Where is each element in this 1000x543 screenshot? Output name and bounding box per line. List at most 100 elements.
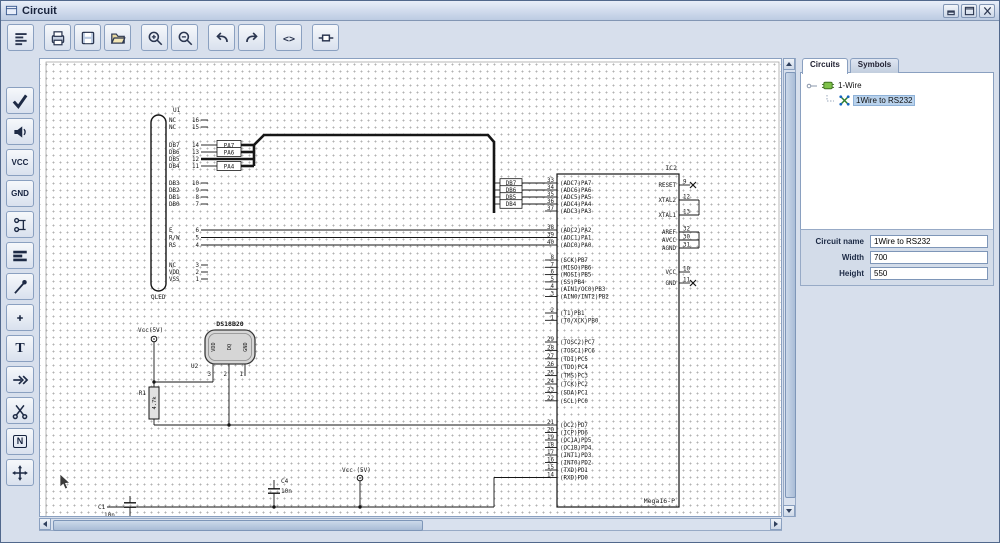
svg-text:DB7: DB7 [506,181,517,187]
terminals-icon [14,217,26,232]
move-tool-button[interactable] [6,459,34,486]
svg-text:(OC2)PD7: (OC2)PD7 [560,423,588,429]
n-tool-button[interactable]: N [6,428,34,455]
svg-text:C1: C1 [98,504,106,511]
vcc-tool-button[interactable]: VCC [6,149,34,176]
svg-text:AGND: AGND [662,246,676,252]
titlebar[interactable]: Circuit [1,1,999,21]
property-row: Circuit name [806,235,988,248]
tab-circuits[interactable]: Circuits [802,58,848,74]
undo-button[interactable] [208,24,235,51]
svg-text:(INT0)PD2: (INT0)PD2 [560,461,591,467]
svg-text:29: 29 [547,337,554,343]
probe-tool-button[interactable] [6,273,34,300]
svg-text:13: 13 [683,210,690,216]
svg-text:10n: 10n [104,512,115,517]
circuit-icon [839,95,850,106]
arrow-right-tool-button[interactable] [6,366,34,393]
vertical-scrollbar[interactable] [783,58,796,517]
svg-text:Vcc (5V): Vcc (5V) [342,467,371,474]
save-button[interactable] [74,24,101,51]
category-icon [821,81,835,90]
svg-text:21: 21 [547,420,554,426]
svg-text:DB4: DB4 [506,202,517,208]
zoom-out-button[interactable] [171,24,198,51]
svg-text:DB7: DB7 [169,143,180,149]
height-input[interactable] [870,267,988,280]
svg-text:(ICP)PD6: (ICP)PD6 [560,431,588,437]
menu-button[interactable] [7,24,34,51]
zoom-in-button[interactable] [141,24,168,51]
check-tool-button[interactable] [6,87,34,114]
svg-text:14: 14 [547,473,554,479]
svg-text:XTAL1: XTAL1 [659,213,677,219]
window-iconify-button[interactable] [943,3,959,18]
svg-text:Vcc(5V): Vcc(5V) [138,327,163,334]
scroll-down-button[interactable] [783,505,795,517]
svg-text:RS: RS [169,243,176,249]
open-button[interactable] [104,24,131,51]
circuit-name-label: Circuit name [815,237,864,246]
scissors-tool-button[interactable] [6,397,34,424]
horizontal-scrollbar[interactable] [39,518,782,531]
move-icon [12,464,28,481]
component-button[interactable] [312,24,339,51]
property-row: Height [806,267,988,280]
svg-text:7: 7 [196,202,200,208]
code-button[interactable]: <> [275,24,302,51]
tab-symbols[interactable]: Symbols [849,58,900,73]
svg-text:11: 11 [683,278,690,284]
scroll-right-button[interactable] [770,518,782,530]
redo-button[interactable] [238,24,265,51]
bus-tool-button[interactable] [6,242,34,269]
svg-text:(ADC7)PA7: (ADC7)PA7 [560,181,592,187]
plus-small-tool-button[interactable] [6,304,34,331]
svg-text:17: 17 [547,450,554,456]
tree-item-1wire-to-rs232[interactable]: 1Wire to RS232 [801,93,993,108]
svg-text:3: 3 [196,263,200,269]
svg-text:(TXD)PD1: (TXD)PD1 [560,468,588,474]
svg-text:VDD: VDD [169,270,180,276]
horizontal-scroll-thumb[interactable] [53,520,423,531]
t-tool-button[interactable]: T [6,335,34,362]
svg-text:(OC1B)PD4: (OC1B)PD4 [560,446,592,452]
svg-text:DS18B20: DS18B20 [216,320,243,328]
svg-text:U2: U2 [191,363,199,370]
component-icon [318,33,333,42]
svg-text:DB0: DB0 [169,202,180,208]
tree-item-1-wire[interactable]: 1-Wire [801,78,993,93]
mouse-cursor [59,473,71,490]
window-maximize-button[interactable] [961,3,977,18]
svg-text:(TDO)PC4: (TDO)PC4 [560,365,588,371]
menu-icon [14,32,27,45]
maximize-icon [964,6,974,15]
svg-text:NC: NC [169,118,176,124]
svg-text:10: 10 [192,181,199,187]
scroll-left-button[interactable] [39,518,51,530]
svg-text:Mega16-P: Mega16-P [644,497,675,505]
tree-item-label: 1Wire to RS232 [852,95,916,106]
tree-handle-icon[interactable] [806,80,818,92]
svg-text:5: 5 [196,236,200,242]
print-button[interactable] [44,24,71,51]
scroll-up-button[interactable] [783,58,795,70]
svg-text:(SDA)PC1: (SDA)PC1 [560,390,588,396]
properties-panel: Circuit name Width Height [800,229,994,286]
vertical-scroll-thumb[interactable] [785,72,796,498]
svg-text:12: 12 [683,195,690,201]
toolbar: <> [7,24,339,51]
scissors-icon [12,404,28,419]
window-close-button[interactable] [979,3,995,18]
svg-text:4: 4 [551,284,555,290]
speaker-tool-button[interactable] [6,118,34,145]
gnd-tool-button[interactable]: GND [6,180,34,207]
window-controls [943,3,995,18]
svg-text:PA6: PA6 [224,150,235,156]
width-input[interactable] [870,251,988,264]
circuit-name-input[interactable] [870,235,988,248]
svg-text:(MISO)PB6: (MISO)PB6 [560,265,592,271]
svg-text:32: 32 [683,227,690,233]
terminals-tool-button[interactable] [6,211,34,238]
svg-text:11: 11 [192,164,199,170]
